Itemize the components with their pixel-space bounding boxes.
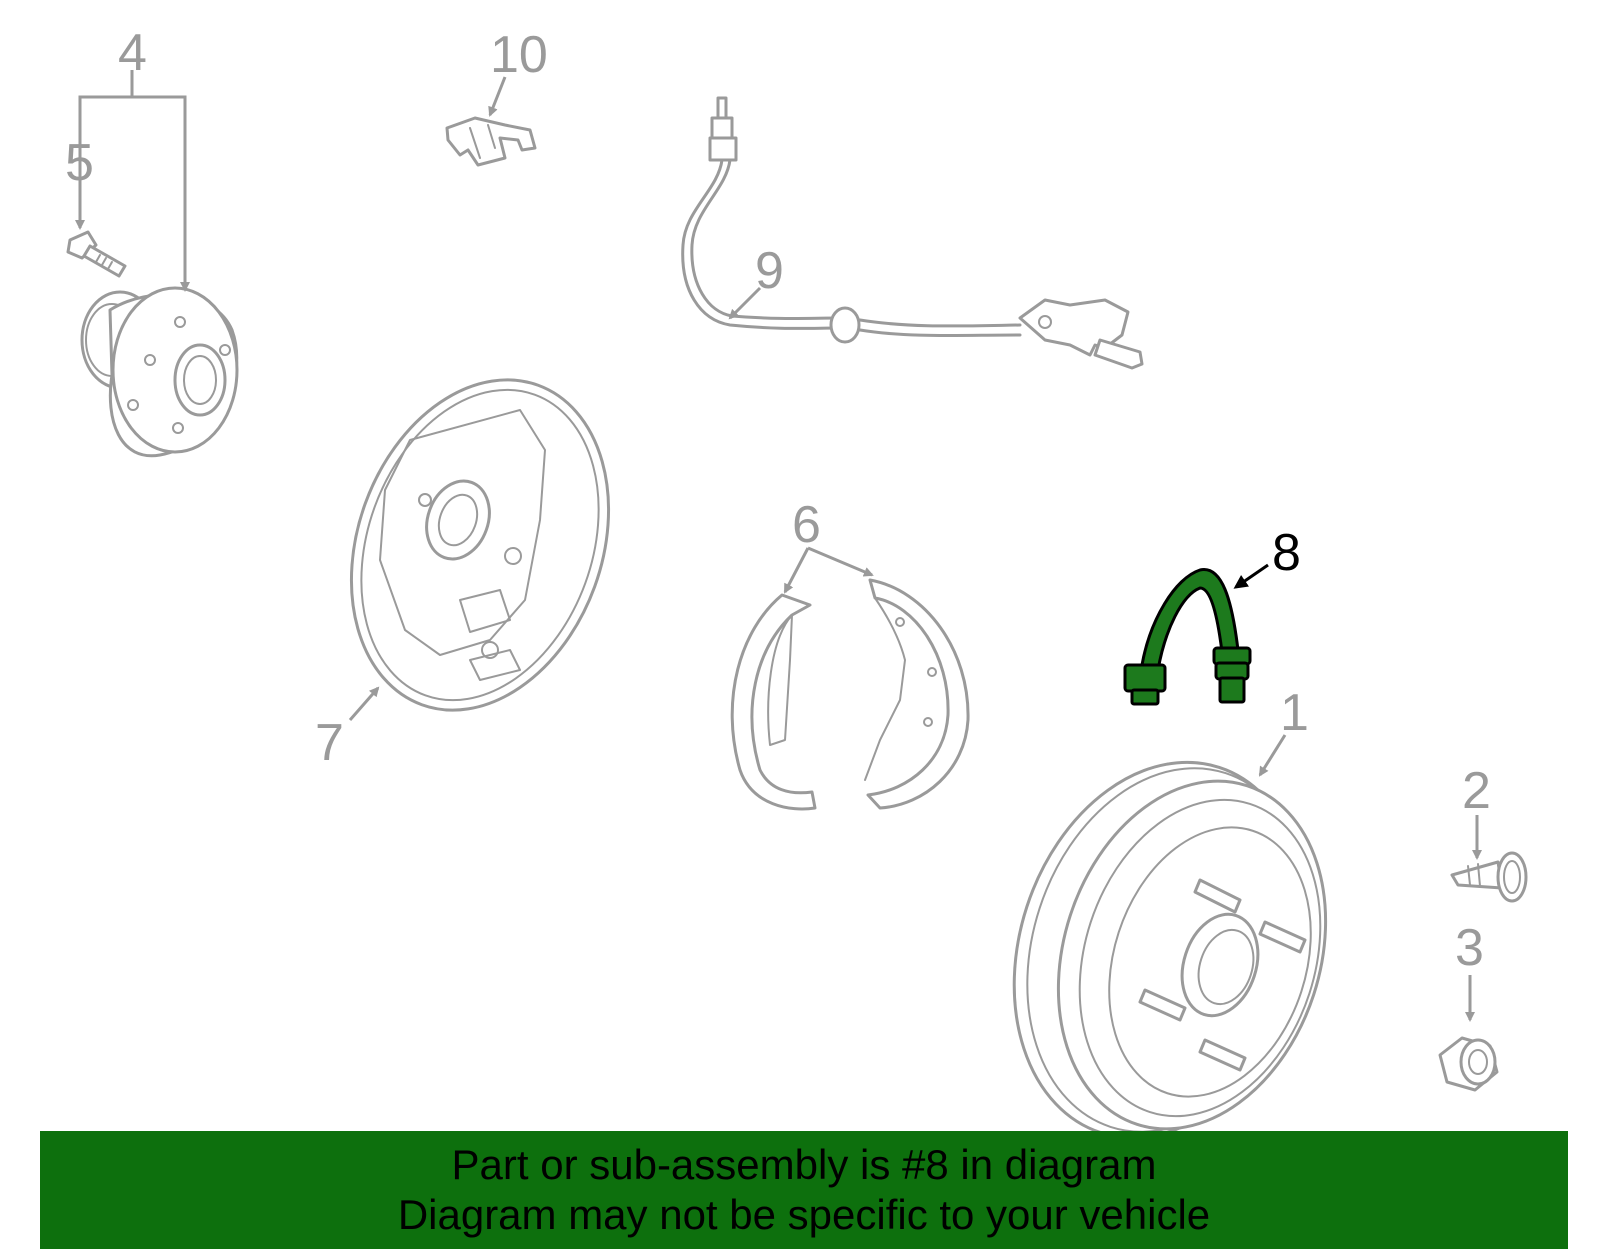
- part-5-bolt[interactable]: [66, 230, 127, 278]
- callout-5-label: 5: [65, 134, 94, 192]
- callout-1-label: 1: [1280, 684, 1309, 742]
- callout-10-label: 10: [490, 26, 548, 84]
- part-8-brake-hose[interactable]: [1123, 568, 1252, 706]
- callout-4-label: 4: [118, 24, 147, 82]
- callout-2: 2: [1462, 762, 1491, 860]
- callout-7-label: 7: [315, 714, 344, 772]
- callout-5: 5: [65, 134, 94, 230]
- callout-6: 6: [783, 496, 874, 594]
- part-7-backing-plate[interactable]: [307, 344, 653, 747]
- part-9-abs-sensor[interactable]: [681, 96, 1144, 370]
- callout-6-label: 6: [792, 496, 821, 554]
- callout-2-label: 2: [1462, 762, 1491, 820]
- callout-8: 8: [1233, 524, 1301, 589]
- part-2-screw[interactable]: [1450, 851, 1528, 903]
- part-10-clip[interactable]: [445, 116, 537, 167]
- callout-9-label: 9: [755, 242, 784, 300]
- part-1-brake-drum[interactable]: [968, 724, 1369, 1176]
- callout-3: 3: [1455, 919, 1484, 1022]
- part-3-nut[interactable]: [1438, 1036, 1499, 1092]
- banner-line-part: Part or sub-assembly is #8 in diagram: [451, 1141, 1157, 1188]
- callout-1: 1: [1258, 684, 1309, 777]
- callout-10: 10: [488, 26, 548, 117]
- part-6-brake-shoes[interactable]: [730, 578, 970, 811]
- banner-line-disclaimer: Diagram may not be specific to your vehi…: [397, 1191, 1211, 1238]
- callout-8-label: 8: [1272, 524, 1301, 582]
- callout-3-label: 3: [1455, 919, 1484, 977]
- info-banner: Part or sub-assembly is #8 in diagram Di…: [40, 1131, 1568, 1249]
- part-4-hub-assembly[interactable]: [80, 286, 239, 458]
- callout-7: 7: [315, 686, 380, 772]
- callout-9: 9: [728, 242, 784, 320]
- callout-4: 4: [78, 24, 190, 292]
